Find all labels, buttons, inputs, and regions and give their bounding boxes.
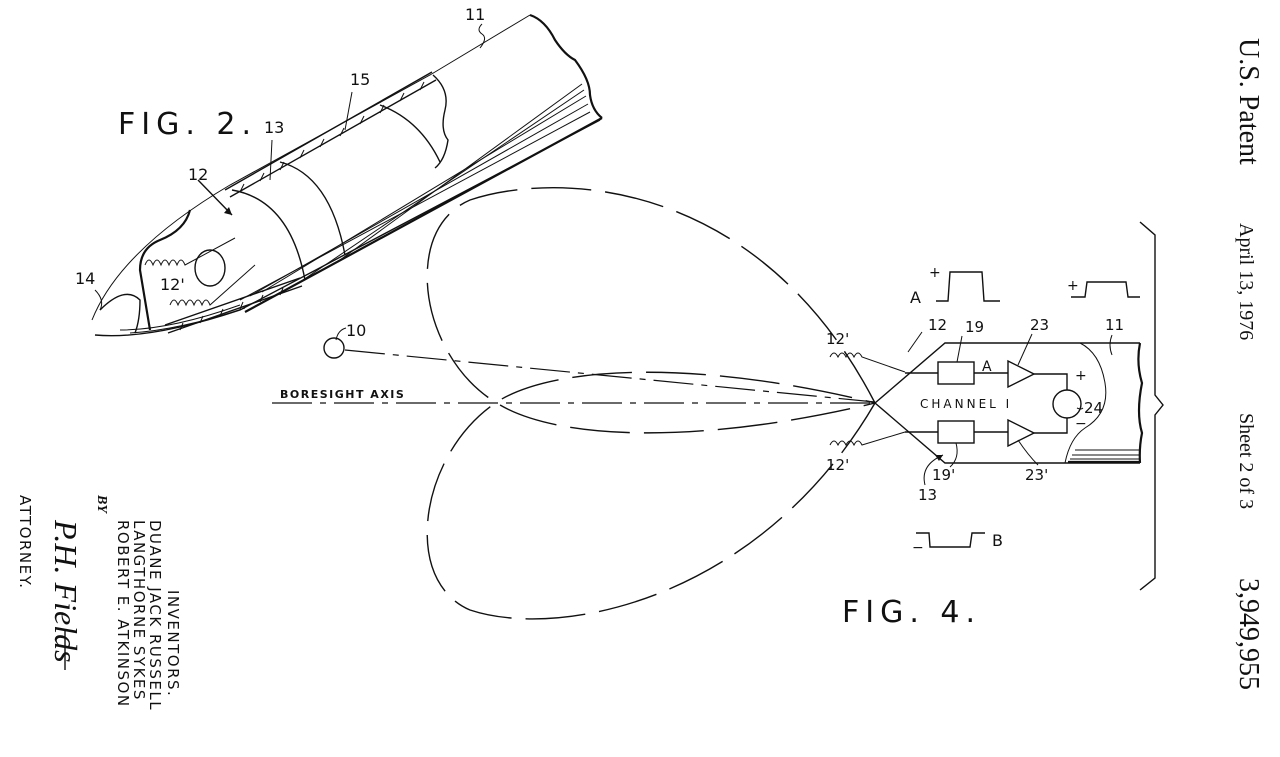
- section-ring-13b: [279, 161, 346, 256]
- inventors-heading: INVENTORS.: [164, 590, 182, 697]
- line-a-label: A: [982, 359, 992, 375]
- section-ring-15: [379, 104, 441, 163]
- plus-sign: +: [1075, 368, 1087, 384]
- inventor-name-3: ROBERT E. ATKINSON: [114, 520, 132, 708]
- antenna-coil-upper: [144, 237, 236, 267]
- missile-break-edge: [529, 13, 603, 119]
- fig4-ref-24: 24: [1084, 399, 1103, 417]
- missile-upper-edge: [91, 14, 531, 321]
- lower-lobe: [426, 371, 876, 620]
- housing-shading: [1068, 449, 1140, 464]
- fig2-ref-12: 12: [188, 165, 208, 184]
- channel-label: CHANNEL I: [920, 397, 1012, 411]
- fig2-ref-11: 11: [465, 5, 485, 24]
- pulse-output: [1071, 281, 1140, 298]
- target-line: [344, 349, 876, 403]
- antenna-ring: [194, 249, 226, 287]
- wall-hatch-bottom: [179, 287, 284, 331]
- by-label: BY: [94, 494, 109, 514]
- inventor-name-1: DUANE JACK RUSSELL: [146, 520, 164, 711]
- boresight-label: BORESIGHT AXIS: [280, 388, 405, 401]
- section-ring-13a: [231, 189, 306, 281]
- minus-sign: −: [1075, 416, 1087, 432]
- signal-b-minus: −: [912, 540, 924, 556]
- fig2-ref-12p: 12': [160, 275, 185, 294]
- patent-header: U.S. Patent April 13, 1976 Sheet 2 of 3 …: [1233, 38, 1264, 690]
- output-plus: +: [1067, 278, 1079, 294]
- fig4-ref-12: 12: [928, 316, 947, 334]
- fig4-ref-12p-bottom: 12': [826, 456, 849, 474]
- fig2-title: FIG. 2.: [118, 107, 257, 142]
- attorney-label: ATTORNEY.: [16, 495, 34, 589]
- antenna-coil-lower: [169, 264, 256, 307]
- housing-break: [1137, 342, 1144, 464]
- pulse-a: [936, 271, 1000, 302]
- fig4-ref-23p: 23': [1025, 466, 1048, 484]
- coil-upper: [829, 352, 906, 373]
- inventor-name-2: LANGTHORNE SYKES: [130, 520, 148, 701]
- fig4-ref-10: 10: [346, 321, 366, 340]
- nose-cap: [99, 293, 141, 334]
- signal-a-label: A: [910, 288, 921, 307]
- coil-lower: [829, 431, 906, 447]
- amplifier-23p: [1007, 418, 1036, 448]
- target-10: [323, 337, 345, 359]
- header-date: April 13, 1976: [1235, 223, 1257, 340]
- header-sheet: Sheet 2 of 3: [1235, 413, 1257, 509]
- amplifier-23: [1007, 359, 1036, 389]
- fig2-drawing: FIG. 2.: [75, 5, 603, 337]
- fig4-title: FIG. 4.: [842, 595, 981, 630]
- fig2-ref-13: 13: [264, 118, 284, 137]
- fig4-ref-12p-top: 12': [826, 330, 849, 348]
- pulse-b: [916, 532, 985, 548]
- housing-top: [874, 342, 1140, 404]
- figure-brace: [1139, 221, 1164, 591]
- fig4-drawing: 10 BORESIGHT AXIS 12' 12': [272, 187, 1164, 630]
- fig4-ref-19: 19: [965, 318, 984, 336]
- fig4-ref-23: 23: [1030, 316, 1049, 334]
- signal-a-plus: +: [929, 265, 941, 281]
- detector-19: [937, 361, 975, 385]
- cutaway-edge: [138, 209, 192, 331]
- inventors-block: INVENTORS. DUANE JACK RUSSELL LANGTHORNE…: [16, 494, 182, 711]
- attorney-signature: P.H. Fields: [48, 519, 84, 663]
- header-patent-number: 3,949,955: [1233, 578, 1264, 690]
- detector-19p: [937, 420, 975, 444]
- fig4-ref-19p: 19': [932, 466, 955, 484]
- wall-hatch-top: [239, 81, 425, 193]
- fig2-ref-15: 15: [350, 70, 370, 89]
- fig4-ref-11: 11: [1105, 316, 1124, 334]
- meter-24: [1052, 389, 1082, 419]
- arrow-12: [224, 207, 232, 215]
- missile-shading: [119, 83, 603, 334]
- upper-lobe: [426, 187, 876, 434]
- fig2-ref-14: 14: [75, 269, 95, 288]
- header-publication: U.S. Patent: [1233, 38, 1264, 165]
- signal-b-label: B: [992, 531, 1003, 550]
- cutaway-11: [1064, 342, 1107, 464]
- fig4-ref-13: 13: [918, 486, 937, 504]
